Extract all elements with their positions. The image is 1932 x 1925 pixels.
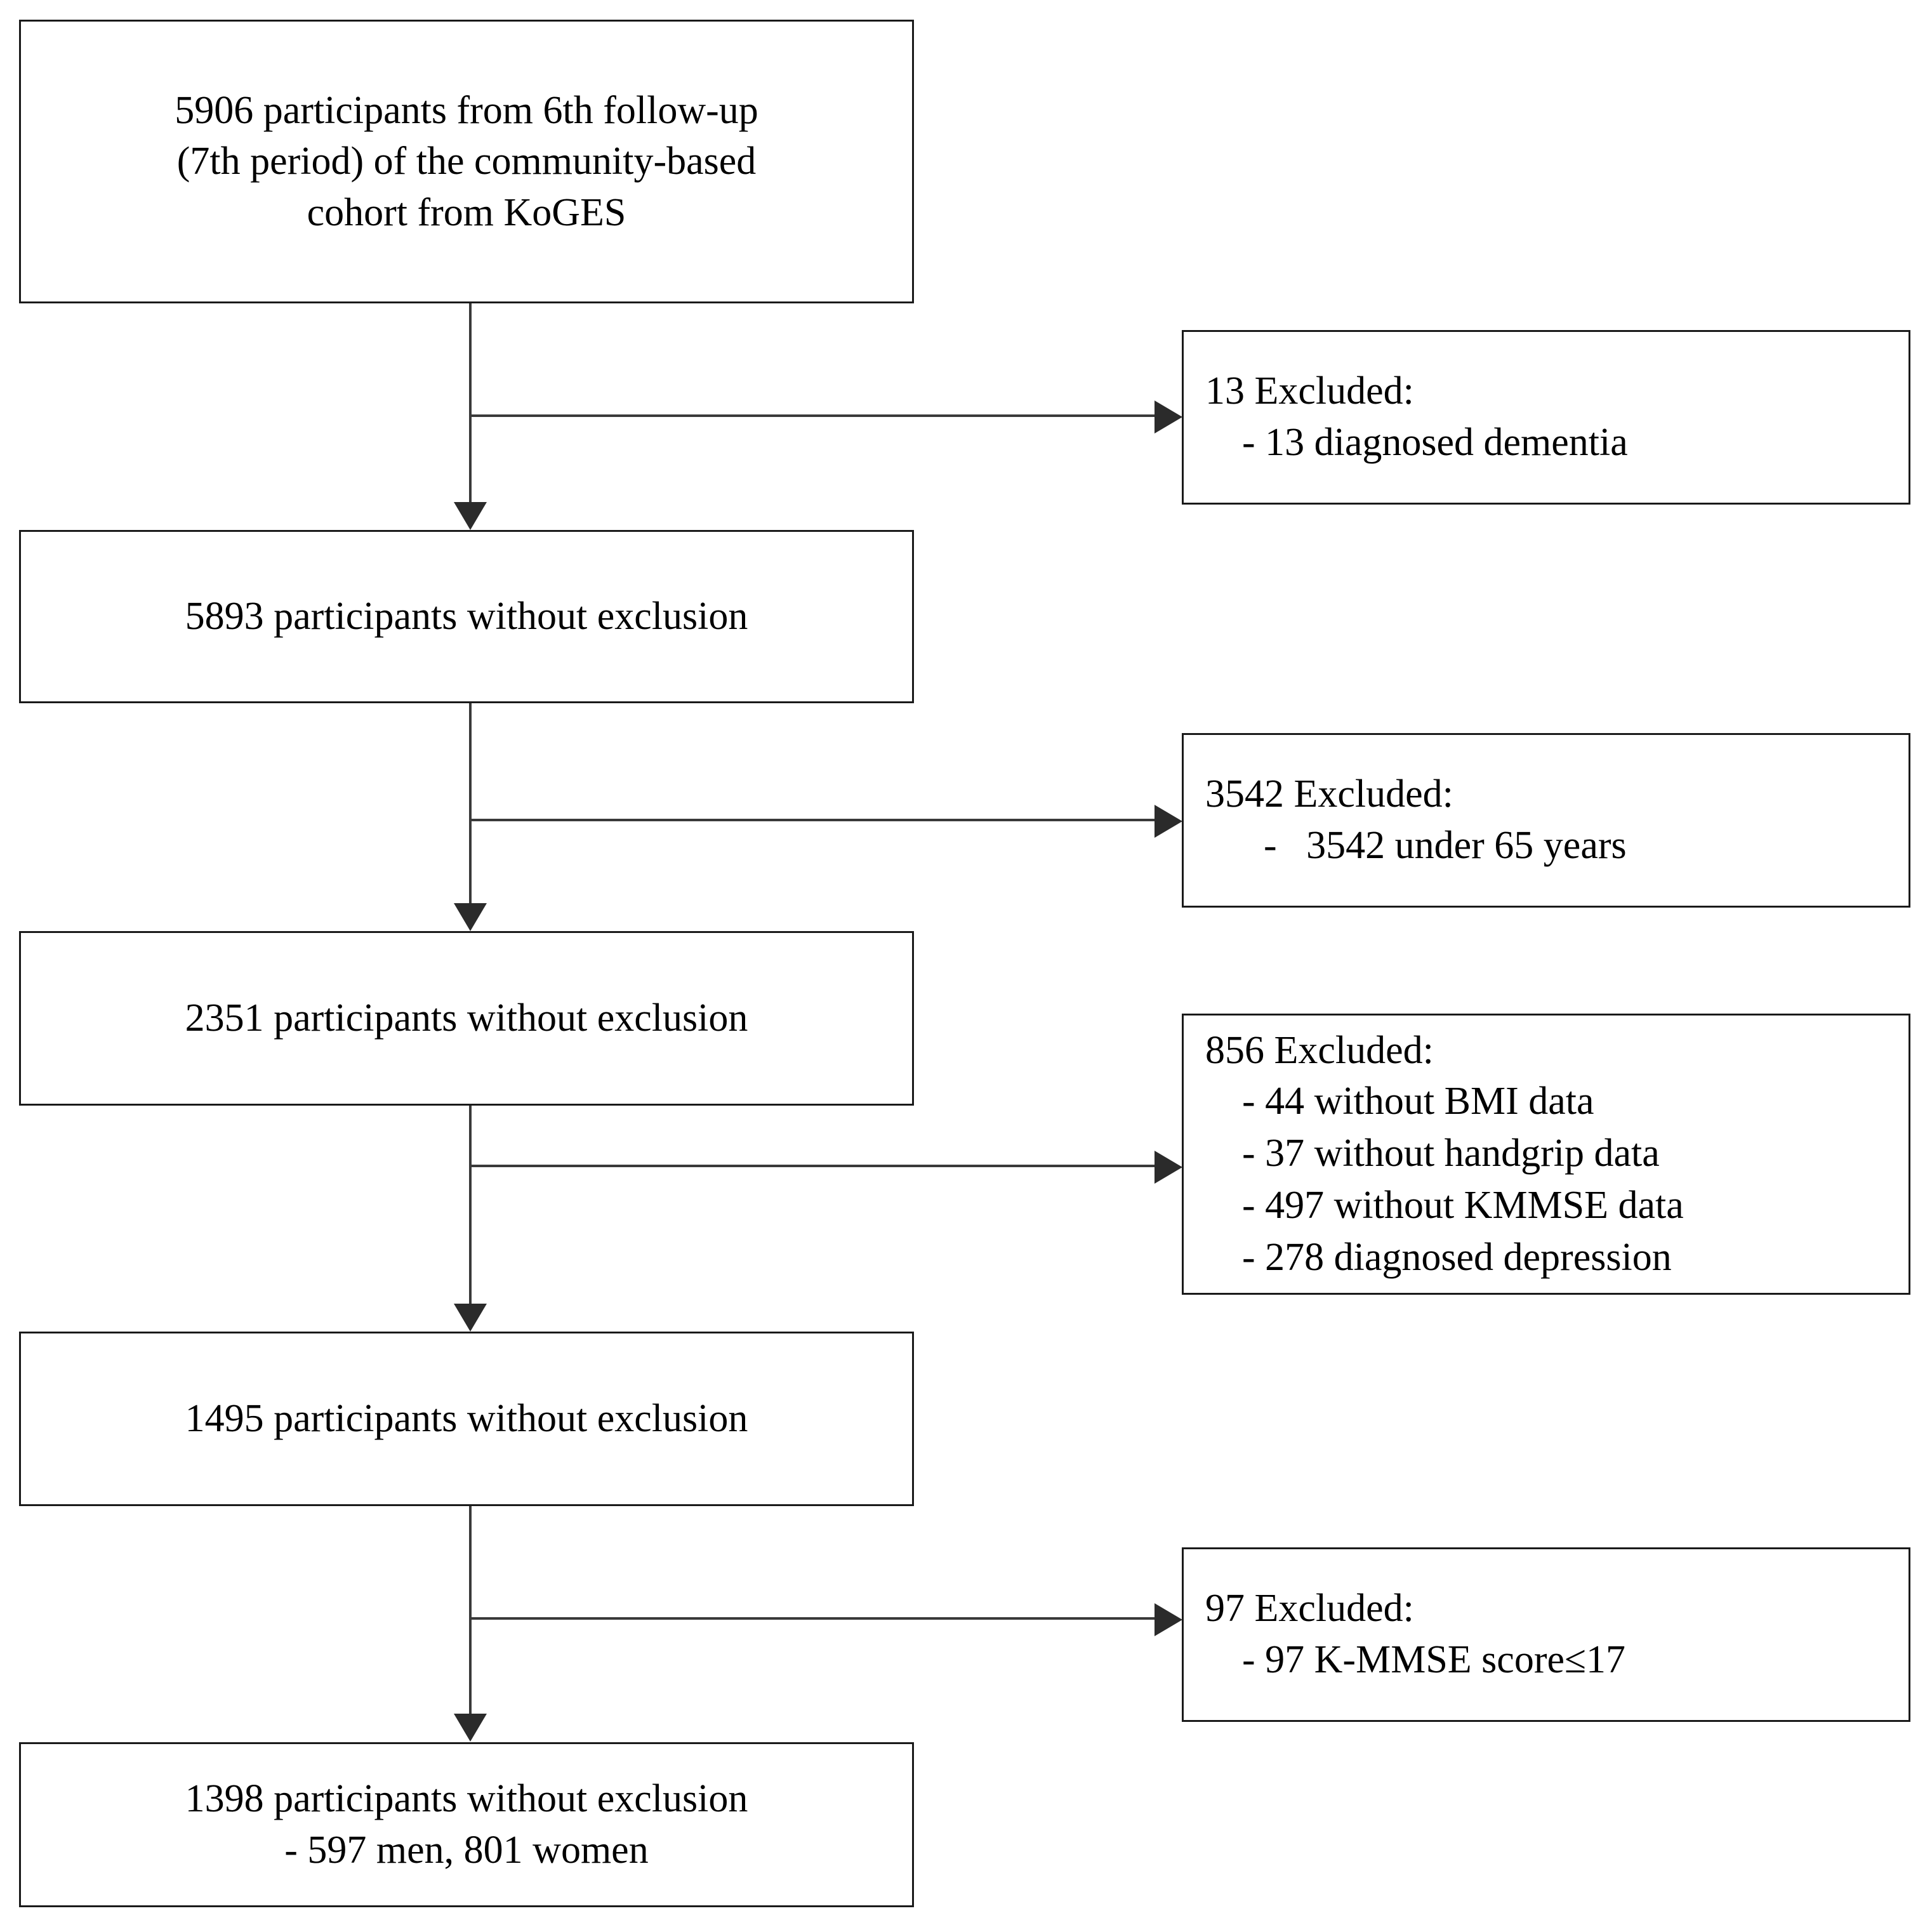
exclusion-node-13-title: 13 Excluded:	[1205, 369, 1414, 413]
connector-2351-to-excl-856	[470, 1165, 1155, 1167]
arrowhead-right-excl-97	[1155, 1603, 1182, 1636]
exclusion-item: - 44 without BMI data	[1242, 1080, 1594, 1123]
exclusion-node-97-items: - 97 K-MMSE score≤17	[1205, 1634, 1887, 1686]
arrowhead-down-1398	[454, 1714, 487, 1742]
exclusion-node-97: 97 Excluded: - 97 K-MMSE score≤17	[1182, 1547, 1910, 1722]
connector-1495-to-excl-97	[470, 1617, 1155, 1620]
flow-node-5893-label: 5893 participants without exclusion	[185, 595, 748, 638]
connector-5906-to-excl-13	[470, 414, 1155, 417]
exclusion-node-97-title: 97 Excluded:	[1205, 1587, 1414, 1631]
arrowhead-right-excl-3542	[1155, 805, 1182, 838]
connector-5893-to-excl-3542	[470, 819, 1155, 821]
flow-node-1398: 1398 participants without exclusion - 59…	[19, 1742, 914, 1907]
connector-1495-to-1398	[469, 1506, 472, 1714]
exclusion-node-856-title: 856 Excluded:	[1205, 1028, 1434, 1072]
flow-node-2351-label: 2351 participants without exclusion	[185, 996, 748, 1040]
exclusion-node-856-items: - 44 without BMI data - 37 without handg…	[1205, 1076, 1887, 1283]
exclusion-item: - 278 diagnosed depression	[1242, 1235, 1672, 1279]
arrowhead-down-5893	[454, 502, 487, 530]
exclusion-node-13: 13 Excluded: - 13 diagnosed dementia	[1182, 330, 1910, 505]
arrowhead-right-excl-856	[1155, 1151, 1182, 1184]
exclusion-item: - 497 without KMMSE data	[1242, 1183, 1684, 1227]
arrowhead-down-1495	[454, 1304, 487, 1332]
exclusion-node-3542-title: 3542 Excluded:	[1205, 772, 1453, 816]
exclusion-item: - 13 diagnosed dementia	[1242, 420, 1628, 464]
flow-node-5906-label: 5906 participants from 6th follow-up (7t…	[175, 88, 758, 234]
flow-node-1495-label: 1495 participants without exclusion	[185, 1397, 748, 1441]
flow-node-2351: 2351 participants without exclusion	[19, 931, 914, 1106]
exclusion-item: - 37 without handgrip data	[1242, 1131, 1660, 1175]
flow-node-1495: 1495 participants without exclusion	[19, 1332, 914, 1506]
arrowhead-down-2351	[454, 903, 487, 931]
exclusion-item: - 97 K-MMSE score≤17	[1242, 1637, 1626, 1681]
flow-node-1398-label: 1398 participants without exclusion - 59…	[185, 1777, 748, 1872]
flow-node-5893: 5893 participants without exclusion	[19, 530, 914, 703]
connector-2351-to-1495	[469, 1106, 472, 1304]
exclusion-node-3542-items: - 3542 under 65 years	[1205, 820, 1887, 872]
exclusion-node-13-items: - 13 diagnosed dementia	[1205, 417, 1887, 469]
exclusion-node-856: 856 Excluded: - 44 without BMI data - 37…	[1182, 1014, 1910, 1295]
connector-5893-to-2351	[469, 703, 472, 903]
flow-node-5906: 5906 participants from 6th follow-up (7t…	[19, 20, 914, 303]
exclusion-node-3542: 3542 Excluded: - 3542 under 65 years	[1182, 733, 1910, 908]
exclusion-item: - 3542 under 65 years	[1264, 823, 1627, 867]
arrowhead-right-excl-13	[1155, 400, 1182, 433]
connector-5906-to-5893	[469, 303, 472, 502]
